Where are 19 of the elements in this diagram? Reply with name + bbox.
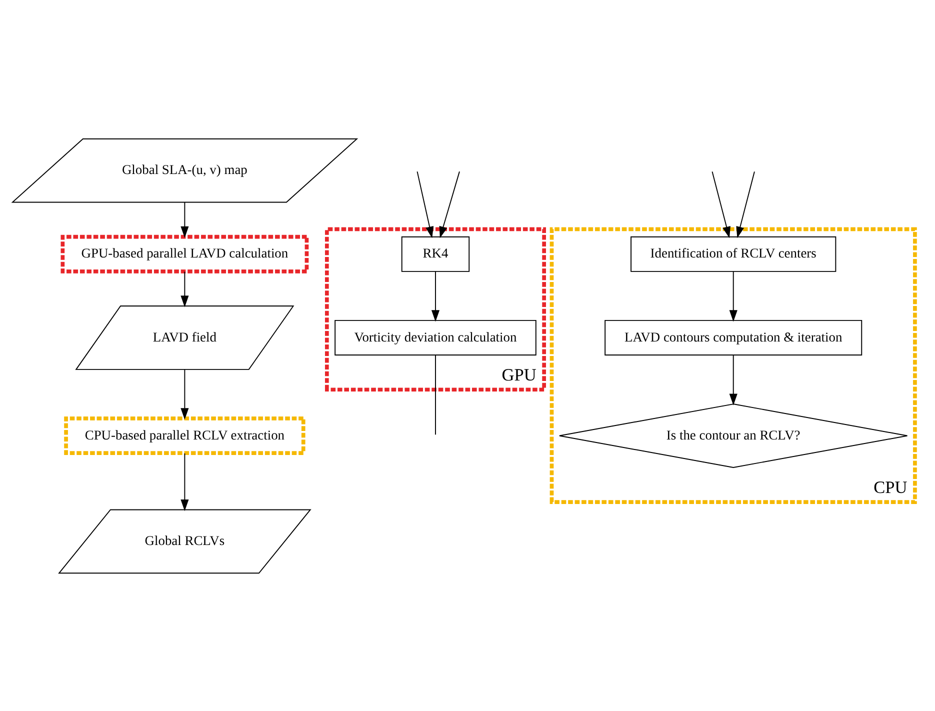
node-box: CPU-based parallel RCLV extraction — [64, 416, 306, 454]
arrow — [439, 170, 460, 238]
node-diamond: Is the contour an RCLV? — [558, 403, 908, 468]
node-box: Vorticity deviation calculation — [334, 319, 536, 356]
arrow — [729, 354, 738, 405]
node-box: Identification of RCLV centers — [630, 236, 836, 272]
connector — [435, 354, 436, 435]
arrow — [180, 452, 189, 511]
arrow — [431, 270, 440, 322]
arrow — [180, 270, 189, 307]
arrow — [712, 170, 730, 238]
node-box: LAVD contours computation & iteration — [604, 319, 862, 356]
arrow — [736, 170, 755, 238]
arrow — [416, 170, 434, 238]
node-box: GPU-based parallel LAVD calculation — [60, 234, 309, 273]
arrow — [180, 201, 189, 238]
arrow — [729, 270, 738, 322]
node-box: RK4 — [401, 236, 470, 272]
arrow — [180, 368, 189, 420]
